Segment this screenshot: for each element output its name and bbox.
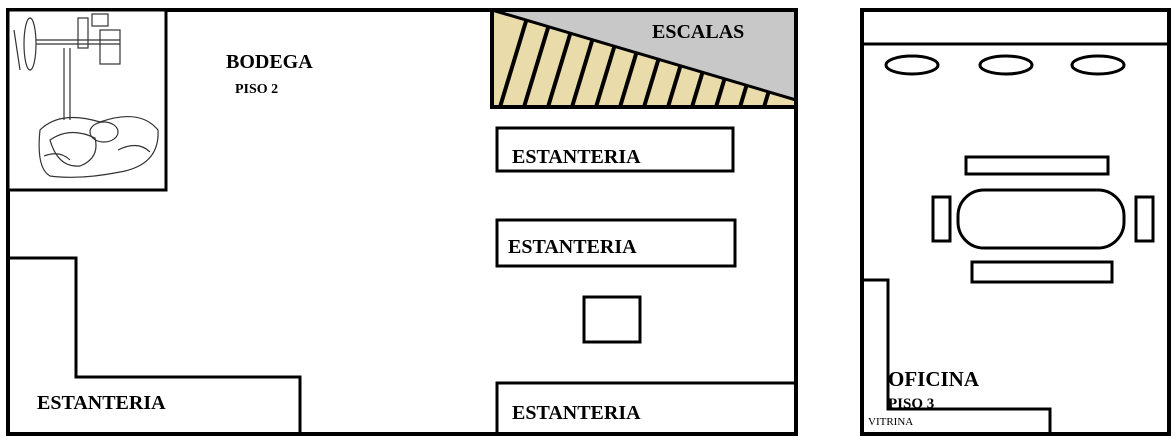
stairs-label: ESCALAS <box>652 21 744 43</box>
shelf-right-2 <box>495 218 737 268</box>
shelf-bottom-left-label: ESTANTERIA <box>37 392 166 414</box>
chair-right <box>1134 195 1155 243</box>
ceiling-light-1 <box>884 54 940 76</box>
shelf-right-3-label: ESTANTERIA <box>512 402 641 424</box>
bodega-subtitle: PISO 2 <box>235 82 278 97</box>
machine-sketch-icon <box>6 8 168 192</box>
shelf-right-1 <box>495 126 735 173</box>
shelf-right-3 <box>495 381 798 436</box>
bodega-title: BODEGA <box>226 51 313 73</box>
bench-bottom <box>970 260 1114 284</box>
bench-top <box>964 155 1110 176</box>
stairs <box>490 8 798 109</box>
bodega-floor-2: BODEGA PISO 2 ESCALAS ESTANTERIA ESTANTE… <box>6 8 798 436</box>
floor-box <box>582 295 642 344</box>
ceiling-light-2 <box>978 54 1034 76</box>
oficina-floor-3: OFICINA PISO 3 VITRINA <box>860 8 1171 436</box>
display-case-label: VITRINA <box>868 416 913 428</box>
meeting-table <box>956 188 1126 250</box>
chair-left <box>931 195 952 243</box>
oficina-outer-wall <box>860 8 1171 436</box>
bodega-outer-wall <box>6 8 798 436</box>
shelf-right-2-label: ESTANTERIA <box>508 236 637 258</box>
shelf-bottom-left-outline <box>8 256 302 434</box>
display-case-outline <box>862 278 1052 434</box>
shelf-right-1-label: ESTANTERIA <box>512 146 641 168</box>
ceiling-light-3 <box>1070 54 1126 76</box>
oficina-title: OFICINA <box>888 367 980 391</box>
oficina-subtitle: PISO 3 <box>888 396 934 412</box>
